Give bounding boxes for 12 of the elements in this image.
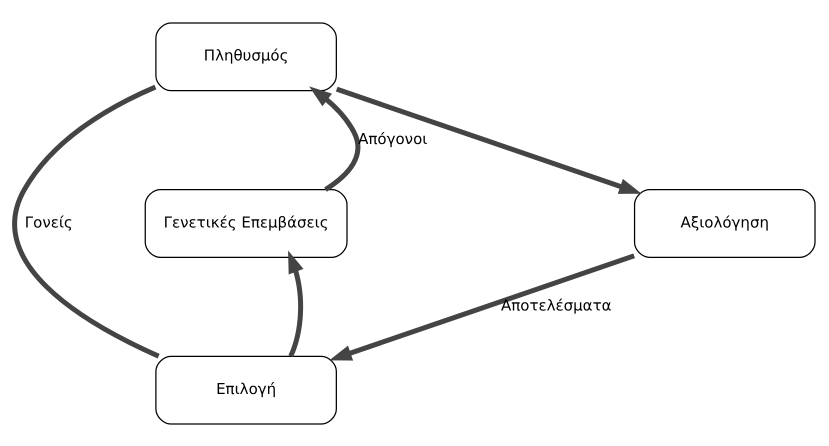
node-box: Πληθυσμός bbox=[155, 22, 337, 91]
node-box: Επιλογή bbox=[155, 355, 337, 424]
node-box: Γενετικές Επεμβάσεις bbox=[144, 188, 348, 258]
arrow bbox=[329, 252, 635, 360]
arrow bbox=[336, 86, 642, 194]
arrow bbox=[288, 250, 304, 357]
edge-label: Γονείς bbox=[24, 212, 73, 231]
node-box: Αξιολόγηση bbox=[634, 188, 816, 258]
arrow bbox=[309, 86, 360, 192]
edge-label: Απόγονοι bbox=[358, 130, 428, 148]
edge-label: Αποτελέσματα bbox=[500, 296, 612, 314]
connector bbox=[12, 84, 160, 358]
